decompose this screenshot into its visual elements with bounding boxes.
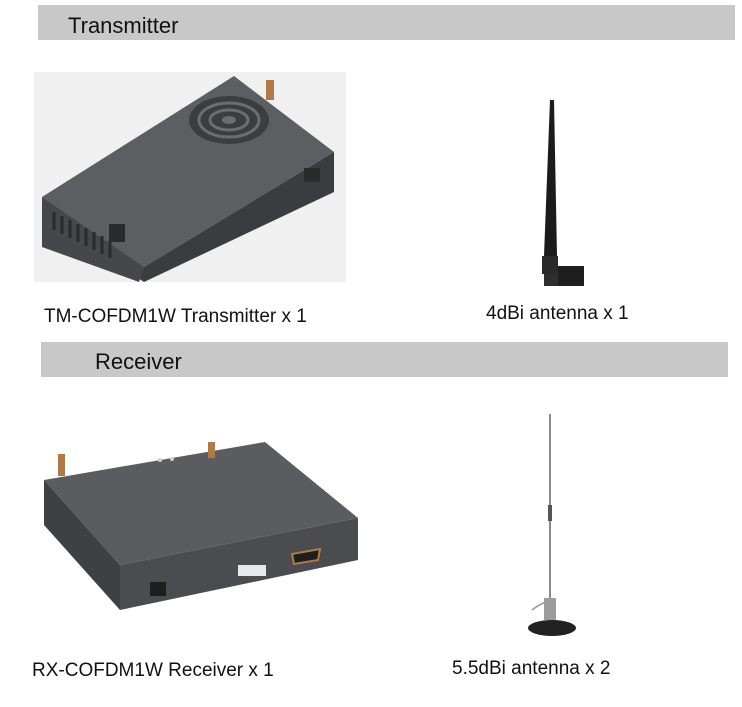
fan-grill-icon — [189, 96, 269, 144]
rx-antenna-caption: 5.5dBi antenna x 2 — [452, 658, 611, 679]
section-title-transmitter: Transmitter — [68, 13, 179, 38]
section-bar-receiver — [41, 342, 728, 377]
section-title-receiver: Receiver — [95, 349, 182, 374]
tx-antenna-image — [500, 96, 600, 292]
receiver-image — [40, 440, 360, 615]
receiver-caption: RX-COFDM1W Receiver x 1 — [32, 660, 274, 681]
transmitter-image — [34, 72, 346, 282]
section-bar-transmitter — [38, 5, 735, 40]
transmitter-caption: TM-COFDM1W Transmitter x 1 — [44, 306, 307, 327]
tx-antenna-caption: 4dBi antenna x 1 — [486, 303, 629, 324]
rx-antenna-image — [520, 410, 580, 640]
